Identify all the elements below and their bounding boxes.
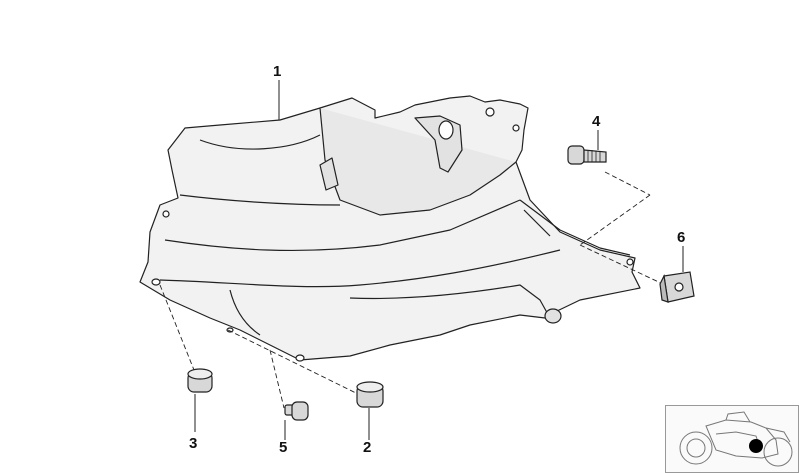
rivet-part-5 (284, 401, 309, 421)
motorcycle-locator-icon (665, 405, 799, 473)
callout-1: 1 (273, 63, 282, 80)
callout-6: 6 (677, 229, 686, 246)
clip-nut-part-6 (659, 271, 695, 303)
panel-part (139, 95, 641, 362)
assembly-lines (159, 171, 666, 409)
callout-5: 5 (279, 439, 288, 456)
locator-dot (749, 439, 763, 453)
callout-leaders (194, 80, 684, 440)
grommet-part-2 (356, 381, 384, 408)
grommet-part-3 (187, 368, 213, 393)
callout-2: 2 (363, 439, 372, 456)
callout-4: 4 (592, 113, 601, 130)
screw-part-4 (567, 145, 607, 165)
callout-3: 3 (189, 435, 198, 452)
